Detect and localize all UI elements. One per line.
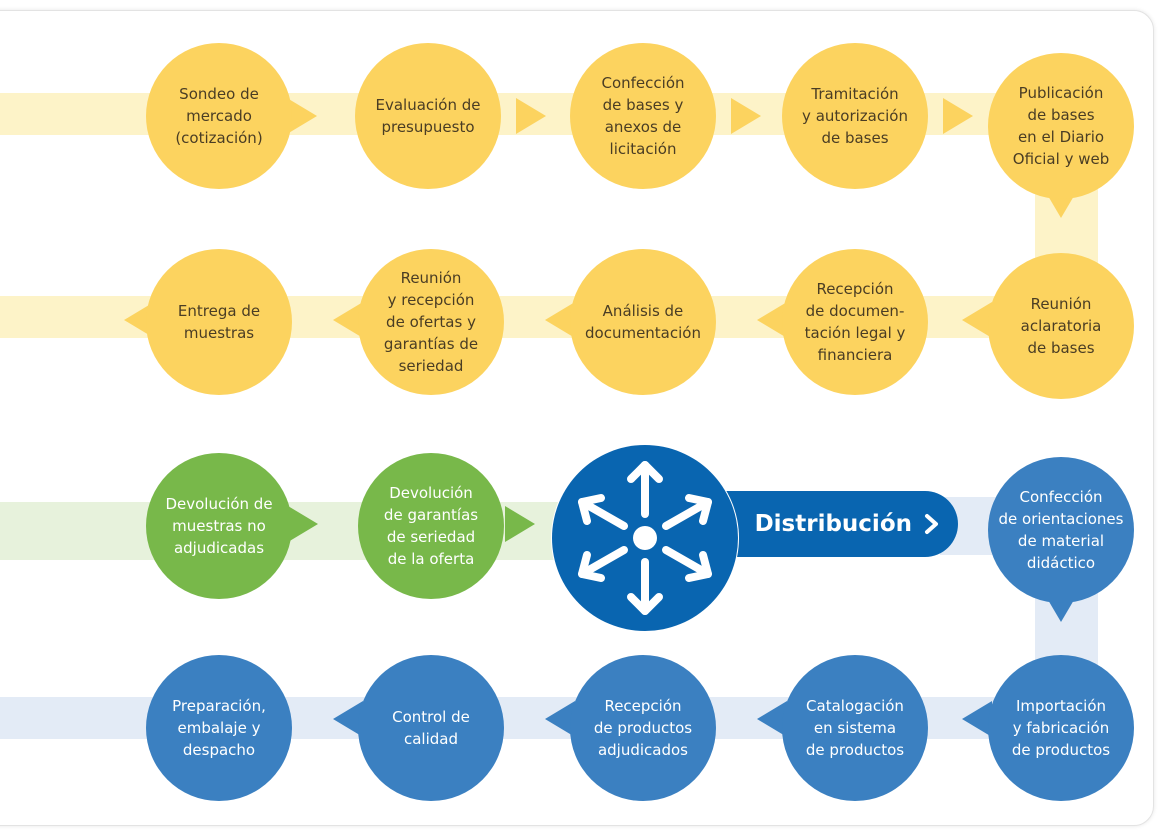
- step-label: Tramitación y autorización de bases: [802, 85, 908, 147]
- pointer-right: [943, 98, 973, 134]
- step-label: Devolución de garantías de seriedad de l…: [383, 484, 479, 568]
- step-label: Análisis de documentación: [585, 302, 701, 342]
- step-publicacion-de-bases: Publicación de bases en el Diario Oficia…: [988, 53, 1134, 199]
- step-devolucion-de-garantias: Devolución de garantías de seriedad de l…: [358, 453, 504, 599]
- distribucion-banner: Distribución: [700, 491, 958, 557]
- step-reunion-y-recepcion-de-ofertas: Reunión y recepción de ofertas y garantí…: [358, 249, 504, 395]
- step-entrega-de-muestras: Entrega de muestras: [146, 249, 292, 395]
- pointer-right: [287, 98, 317, 134]
- step-devolucion-de-muestras: Devolución de muestras no adjudicadas: [146, 453, 292, 599]
- step-recepcion-de-documentacion: Recepción de documen- tación legal y fin…: [782, 249, 928, 395]
- step-label: Recepción de productos adjudicados: [593, 697, 693, 759]
- step-confeccion-de-orientaciones: Confección de orientaciones de material …: [988, 457, 1134, 603]
- step-label: Publicación de bases en el Diario Oficia…: [1012, 84, 1110, 168]
- step-sondeo-de-mercado: Sondeo de mercado (cotización): [146, 43, 292, 189]
- pointer-left: [962, 302, 992, 338]
- step-label: Confección de bases y anexos de licitaci…: [601, 74, 685, 158]
- step-label: Catalogación en sistema de productos: [805, 697, 905, 759]
- distribution-arrows-icon: [578, 461, 712, 615]
- step-reunion-aclaratoria: Reunión aclaratoria de bases: [988, 253, 1134, 399]
- step-label: Preparación, embalaje y despacho: [172, 697, 266, 759]
- step-label: Confección de orientaciones de material …: [998, 488, 1124, 572]
- step-label: Evaluación de presupuesto: [375, 96, 481, 136]
- pointer-right: [288, 506, 318, 542]
- step-catalogacion-en-sistema: Catalogación en sistema de productos: [782, 655, 928, 801]
- step-label: Control de calidad: [392, 708, 470, 748]
- distribution-hub: [552, 445, 738, 631]
- step-tramitacion-y-autorizacion: Tramitación y autorización de bases: [782, 43, 928, 189]
- step-preparacion-embalaje-despacho: Preparación, embalaje y despacho: [146, 655, 292, 801]
- step-recepcion-de-productos: Recepción de productos adjudicados: [570, 655, 716, 801]
- step-control-de-calidad: Control de calidad: [358, 655, 504, 801]
- step-evaluacion-de-presupuesto: Evaluación de presupuesto: [355, 43, 501, 189]
- step-label: Devolución de muestras no adjudicadas: [165, 495, 273, 557]
- step-label: Sondeo de mercado (cotización): [175, 85, 263, 147]
- pointer-right: [731, 98, 761, 134]
- step-label: Entrega de muestras: [177, 302, 261, 342]
- distribucion-label: Distribución: [754, 511, 912, 537]
- step-label: Importación y fabricación de productos: [1011, 697, 1111, 759]
- step-label: Reunión aclaratoria de bases: [1020, 295, 1102, 357]
- step-importacion-y-fabricacion: Importación y fabricación de productos: [988, 655, 1134, 801]
- step-confeccion-de-bases: Confección de bases y anexos de licitaci…: [570, 43, 716, 189]
- step-analisis-de-documentacion: Análisis de documentación: [570, 249, 716, 395]
- step-label: Reunión y recepción de ofertas y garantí…: [383, 269, 479, 375]
- chevron-right-icon: [925, 514, 938, 534]
- pointer-right: [505, 506, 535, 542]
- pointer-left: [962, 701, 992, 737]
- step-label: Recepción de documen- tación legal y fin…: [804, 280, 906, 364]
- pointer-right: [516, 98, 546, 134]
